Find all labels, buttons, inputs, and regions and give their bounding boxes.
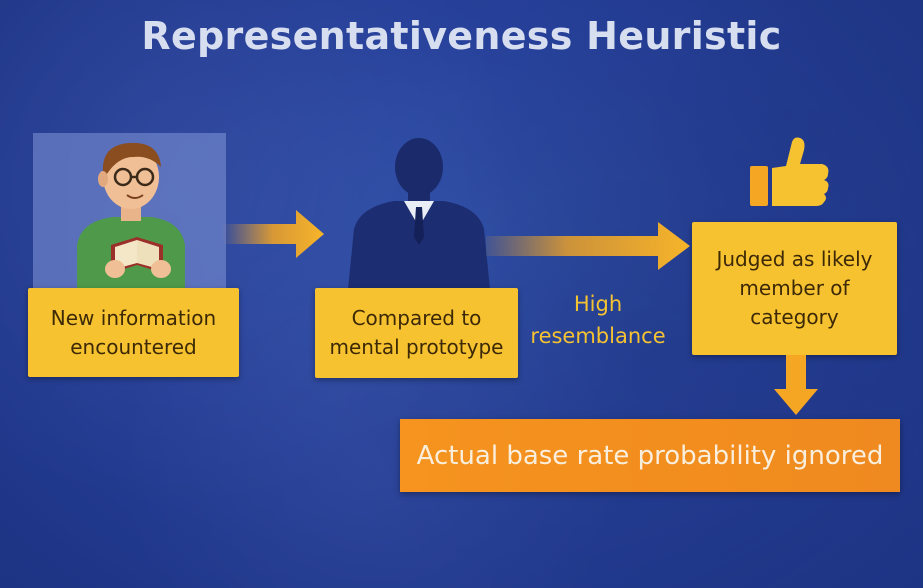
- step-3-line-2: member of: [739, 276, 850, 300]
- arrow-right-icon: [222, 210, 324, 258]
- high-resemblance-label: High resemblance: [522, 289, 674, 352]
- arrow-down-icon: [774, 355, 818, 415]
- arrow-label-line-2: resemblance: [530, 323, 666, 348]
- step-2-line-1: Compared to: [351, 306, 482, 330]
- step-2-line-2: mental prototype: [329, 335, 504, 359]
- arrow-label-line-1: High: [573, 292, 623, 316]
- step-1-line-1: New information: [50, 305, 217, 330]
- step-new-information: New information encountered: [28, 288, 239, 377]
- step-3-line-1: Judged as likely: [716, 247, 873, 271]
- outcome-base-rate-ignored: Actual base rate probability ignored: [400, 419, 900, 492]
- step-compared-to-prototype: Compared to mental prototype: [315, 288, 518, 378]
- step-judged-as-member: Judged as likely member of category: [692, 222, 897, 355]
- silhouette-prototype-icon: [348, 138, 490, 289]
- thumbs-up-icon: [750, 137, 829, 206]
- person-panel: [33, 133, 226, 301]
- step-3-line-3: category: [750, 305, 839, 329]
- diagram-title: Representativeness Heuristic: [141, 14, 782, 58]
- arrow-right-long-icon: [486, 222, 690, 270]
- person-reading-icon: [77, 142, 185, 301]
- step-1-line-2: encountered: [70, 334, 197, 359]
